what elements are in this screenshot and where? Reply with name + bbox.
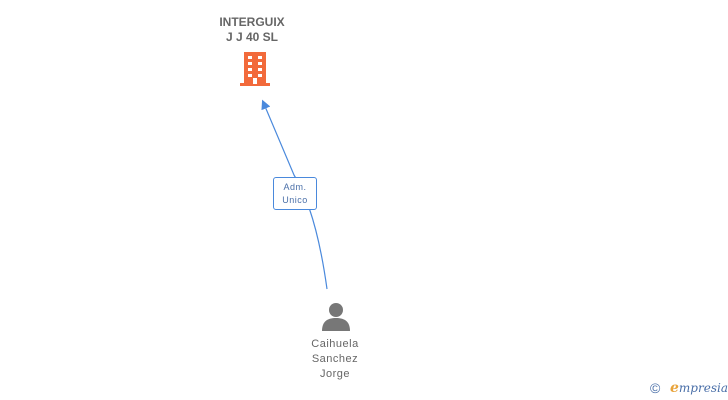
role-label-box[interactable]: Adm. Unico	[273, 177, 317, 210]
copyright-icon: ©	[650, 380, 661, 396]
brand-initial: e	[670, 380, 679, 396]
person-name-line3: Jorge	[319, 368, 351, 380]
role-line2: Unico	[282, 195, 308, 205]
person-name-line1: Caihuela	[311, 338, 359, 350]
brand-logo: empresia	[670, 380, 728, 396]
building-icon[interactable]	[238, 51, 272, 87]
company-name-line1: INTERGUIX	[219, 15, 285, 29]
person-node-label[interactable]: Caihuela Sanchez Jorge	[283, 337, 387, 382]
role-line1: Adm.	[283, 182, 307, 192]
footer-brand[interactable]: © empresia	[650, 380, 728, 398]
brand-rest: mpresia	[678, 381, 728, 395]
company-name-line2: J J 40 SL	[225, 30, 279, 44]
person-name-line2: Sanchez	[311, 353, 359, 365]
company-node-label[interactable]: INTERGUIX J J 40 SL	[186, 15, 318, 45]
person-icon[interactable]	[321, 301, 351, 331]
